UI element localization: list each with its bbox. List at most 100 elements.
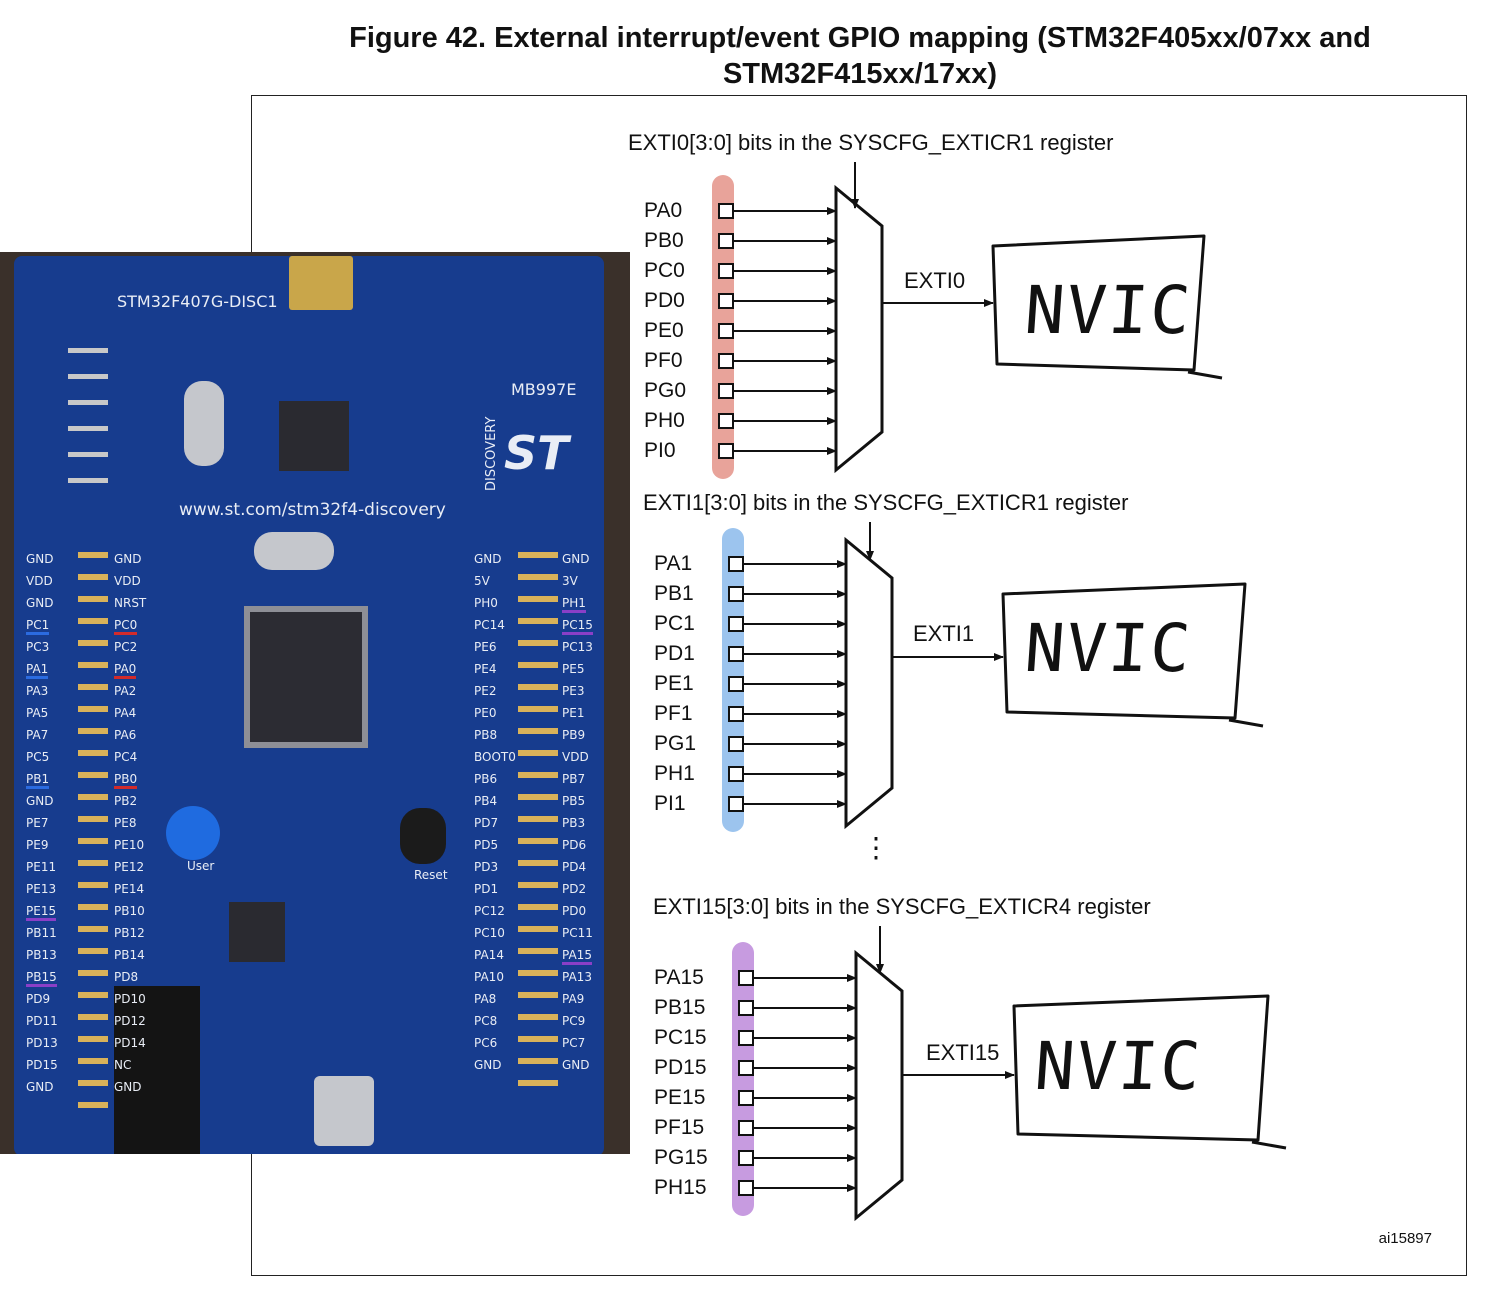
header-pin-label: GND [26, 1080, 54, 1094]
header-pin-label: PC2 [114, 640, 138, 654]
pin-label: PF15 [654, 1116, 705, 1139]
header-pin-label: PE3 [562, 684, 585, 698]
pin-label: PH15 [654, 1176, 707, 1199]
header-pin-label: GND [114, 1080, 142, 1094]
header-pin-label: 5V [474, 574, 490, 588]
header-pin-label: PD10 [114, 992, 146, 1006]
header-pin-label: PE1 [562, 706, 585, 720]
header-pin-label: PA13 [562, 970, 592, 984]
header-pin-label: PE8 [114, 816, 137, 830]
header-pin-label: PD3 [474, 860, 499, 874]
left-header-pins [78, 552, 108, 1112]
header-pin-label: PE9 [26, 838, 49, 852]
pin-label: PE15 [654, 1086, 706, 1109]
pin-label: PF0 [644, 349, 683, 372]
pin-label: PH0 [644, 409, 685, 432]
header-pin-label: PD12 [114, 1014, 146, 1028]
multiplexer [844, 536, 894, 830]
header-pin-label: GND [562, 552, 590, 566]
header-pin-label: PA7 [26, 728, 49, 742]
header-pin-label: VDD [114, 574, 141, 588]
pin-label: PB0 [644, 229, 684, 252]
header-pin-label: PD15 [26, 1058, 58, 1072]
pin-terminal [738, 1030, 754, 1046]
header-pin-label: PA4 [114, 706, 137, 720]
user-button [166, 806, 220, 860]
header-pin-label: 3V [562, 574, 578, 588]
header-pin-label: PH1 [562, 596, 586, 613]
header-pin-label: PC0 [114, 618, 138, 635]
pin-label: PG15 [654, 1146, 708, 1169]
header-pin-label: PC13 [562, 640, 593, 654]
crystal-2 [254, 532, 334, 570]
multiplexer [834, 184, 884, 474]
pin-label: PG0 [644, 379, 687, 402]
pin-label: PI0 [644, 439, 676, 462]
exti-output-label: EXTI1 [913, 621, 975, 646]
header-pin-label: PA8 [474, 992, 497, 1006]
usb-micro-connector [314, 1076, 374, 1146]
header-pin-label: BOOT0 [474, 750, 516, 764]
header-pin-label: PA5 [26, 706, 49, 720]
header-pin-label: PE2 [474, 684, 497, 698]
register-label: EXTI15[3:0] bits in the SYSCFG_EXTICR4 r… [653, 894, 1151, 919]
header-pin-label: PC9 [562, 1014, 586, 1028]
board-model: MB997E [511, 380, 577, 399]
header-pin-label: PA6 [114, 728, 137, 742]
header-pin-label: PB6 [474, 772, 498, 786]
header-pin-label: PE12 [114, 860, 145, 874]
header-pin-label: PD5 [474, 838, 499, 852]
pin-terminal [738, 1150, 754, 1166]
header-pin-label: PB13 [26, 948, 57, 962]
audio-jack [114, 986, 200, 1154]
pin-terminal [738, 1120, 754, 1136]
header-pin-label: PD7 [474, 816, 499, 830]
header-pin-label: PE5 [562, 662, 585, 676]
header-pin-label: PD2 [562, 882, 587, 896]
header-pin-label: PD4 [562, 860, 587, 874]
pin-label: PH1 [654, 762, 695, 785]
header-pin-label: PB15 [26, 970, 57, 987]
header-pin-label: PA9 [562, 992, 585, 1006]
board-photo: STM32F407G-DISC1 www.st.com/stm32f4-disc… [0, 252, 630, 1154]
usb-mini-connector [289, 256, 353, 310]
header-pin-label: GND [474, 1058, 502, 1072]
header-pin-label: GND [474, 552, 502, 566]
header-pin-label: PA0 [114, 662, 137, 679]
ellipsis: ⋮ [862, 832, 890, 863]
header-pin-label: GND [26, 596, 54, 610]
figure-code: ai15897 [1378, 1230, 1432, 1247]
header-pin-label: PA2 [114, 684, 137, 698]
header-pin-label: VDD [562, 750, 589, 764]
header-pin-label: PC3 [26, 640, 50, 654]
multiplexer [854, 949, 904, 1222]
header-pin-label: PD1 [474, 882, 499, 896]
header-pin-label: PD9 [26, 992, 51, 1006]
pin-label: PC1 [654, 612, 695, 635]
header-pin-label: PC14 [474, 618, 505, 632]
header-pin-label: PD11 [26, 1014, 58, 1028]
pin-terminal [738, 970, 754, 986]
header-pin-label: PD6 [562, 838, 587, 852]
header-pin-label: PB1 [26, 772, 50, 789]
header-pin-label: PA14 [474, 948, 504, 962]
header-pin-label: PB12 [114, 926, 145, 940]
header-pin-label: PB8 [474, 728, 498, 742]
pin-label: PD0 [644, 289, 685, 312]
pin-label: PA15 [654, 966, 704, 989]
right-header-pins [518, 552, 558, 1092]
header-pin-label: PA3 [26, 684, 49, 698]
header-pin-label: PC7 [562, 1036, 586, 1050]
crystal [184, 381, 224, 466]
header-pin-label: GND [562, 1058, 590, 1072]
figure-title-line1: Figure 42. External interrupt/event GPIO… [349, 22, 1371, 54]
pin-label: PB1 [654, 582, 694, 605]
register-label: EXTI0[3:0] bits in the SYSCFG_EXTICR1 re… [628, 130, 1114, 155]
header-pin-label: PE15 [26, 904, 57, 921]
nvic-label: NVIC [1032, 1028, 1205, 1105]
pin-label: PE0 [644, 319, 684, 342]
audio-dac [229, 902, 285, 962]
header-pin-label: PE6 [474, 640, 497, 654]
